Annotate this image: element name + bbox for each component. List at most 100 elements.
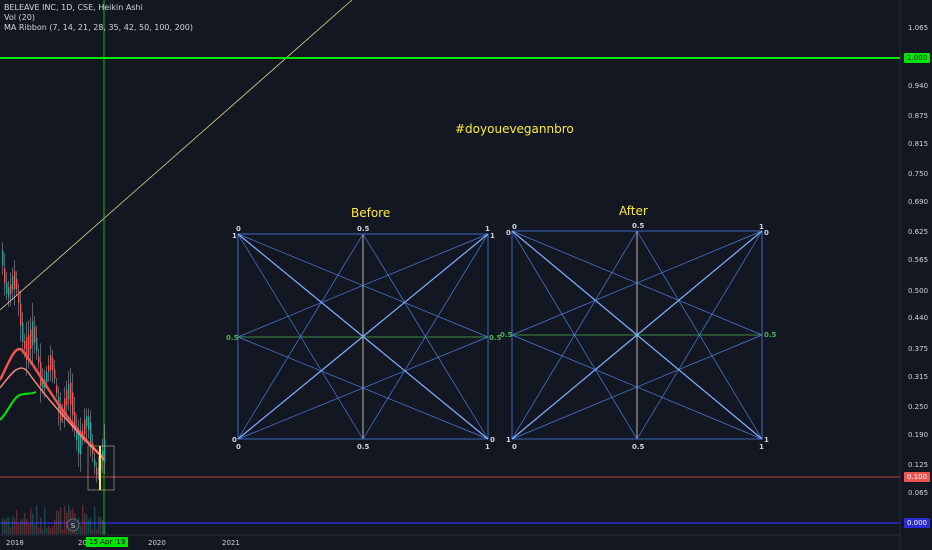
- candle-body: [68, 384, 70, 400]
- after-title[interactable]: After: [619, 204, 648, 218]
- volume-bar: [12, 515, 14, 534]
- legend-ma-ribbon[interactable]: MA Ribbon (7, 14, 21, 28, 35, 42, 50, 10…: [4, 23, 193, 32]
- before-label-tl-left: 1: [232, 232, 237, 240]
- hashtag-text[interactable]: #doyouevegannbro: [455, 122, 574, 136]
- candle-body: [40, 362, 42, 387]
- volume-bar: [88, 519, 90, 534]
- before-label-tl-top: 0: [236, 225, 241, 233]
- trend-line[interactable]: [0, 0, 353, 311]
- volume-bar: [52, 526, 54, 534]
- volume-bar: [66, 512, 68, 534]
- before-anti-diagonal: [237, 233, 489, 440]
- volume-bar: [92, 529, 94, 534]
- ma-ribbon-red: [0, 347, 105, 459]
- candle-body: [88, 416, 90, 430]
- before-title[interactable]: Before: [351, 206, 391, 220]
- volume-bar: [2, 518, 4, 534]
- candle-body: [6, 282, 8, 294]
- volume-bar: [16, 509, 18, 534]
- candle-body: [34, 326, 36, 343]
- volume-bar: [104, 524, 106, 534]
- candle-body: [38, 356, 40, 363]
- volume-bar: [6, 517, 8, 534]
- after-label-br-bottom: 1: [759, 443, 764, 451]
- gann-box-after[interactable]: [511, 230, 763, 440]
- candlestick-series: [2, 242, 106, 483]
- price-tick: 0.190: [908, 430, 929, 439]
- candle-body: [16, 279, 18, 290]
- candle-body: [28, 334, 30, 356]
- volume-bar: [100, 517, 102, 534]
- candle-body: [32, 321, 34, 345]
- candle-body: [48, 365, 50, 372]
- volume-bar: [82, 505, 84, 534]
- time-tick-2020: 2020: [148, 539, 166, 547]
- price-tick: 0.815: [908, 140, 929, 149]
- volume-bar: [34, 524, 36, 534]
- candle-body: [8, 287, 10, 298]
- volume-bar: [42, 529, 44, 534]
- legend-symbol[interactable]: BELEAVE INC, 1D, CSE, Heikin Ashi: [4, 3, 143, 12]
- candle-body: [76, 426, 78, 440]
- price-tag-red: 0.100: [904, 472, 930, 482]
- price-tick: 0.565: [908, 256, 929, 265]
- candle-body: [96, 467, 98, 476]
- volume-bar: [18, 523, 20, 534]
- before-label-br-right: 0: [490, 436, 495, 444]
- price-tick: 0.500: [908, 286, 929, 295]
- cursor-date-label: 15 Apr '19: [86, 537, 129, 547]
- before-label-bottom-mid: 0.5: [357, 443, 370, 451]
- before-label-top-mid: 0.5: [357, 225, 370, 233]
- legend-volume[interactable]: Vol (20): [4, 13, 35, 22]
- volume-bar: [62, 529, 64, 534]
- candle-body: [78, 431, 80, 454]
- volume-bar: [44, 507, 46, 534]
- time-tick-2018: 2018: [6, 539, 24, 547]
- candle-body: [14, 270, 16, 289]
- volume-bar: [96, 529, 98, 534]
- price-tick: 0.940: [908, 81, 929, 90]
- volume-bar: [8, 517, 10, 534]
- volume-bars: [2, 504, 106, 534]
- volume-bar: [30, 507, 32, 534]
- price-tag-green: 1.000: [904, 53, 930, 63]
- time-tick-2021: 2021: [222, 539, 240, 547]
- candle-body: [98, 467, 100, 476]
- candle-body: [54, 369, 56, 379]
- candle-body: [56, 385, 58, 394]
- before-label-tr-top: 1: [485, 225, 490, 233]
- before-label-left-mid: 0.5: [226, 334, 239, 342]
- price-tick: 0.690: [908, 198, 929, 207]
- before-label-tr-right: 1: [490, 232, 495, 240]
- candle-body: [50, 355, 52, 370]
- marker-letter: S: [71, 522, 76, 530]
- after-label-right-mid: 0.5: [764, 331, 777, 339]
- volume-bar: [58, 511, 60, 534]
- symbol-marker[interactable]: S: [66, 518, 80, 532]
- gann-box-before[interactable]: [237, 233, 489, 440]
- candle-body: [24, 340, 26, 349]
- candle-body: [80, 430, 82, 455]
- volume-bar: [86, 514, 88, 534]
- price-tick: 0.875: [908, 112, 929, 121]
- after-label-tl-top: 0: [512, 223, 517, 231]
- candle-body: [46, 372, 48, 383]
- ma-ribbon-green: [0, 391, 37, 421]
- volume-bar: [46, 527, 48, 534]
- candle-body: [22, 322, 24, 343]
- volume-bar: [38, 527, 40, 534]
- candle-body: [66, 389, 68, 406]
- candle-body: [52, 357, 54, 371]
- volume-bar: [50, 528, 52, 534]
- volume-bar: [40, 517, 42, 534]
- after-label-bottom-mid: 0.5: [632, 443, 645, 451]
- volume-bar: [48, 526, 50, 534]
- volume-bar: [26, 518, 28, 534]
- candle-body: [18, 290, 20, 303]
- ma-ribbon-light-red: [0, 367, 105, 461]
- candle-body: [42, 379, 44, 388]
- volume-bar: [36, 505, 38, 534]
- before-label-bl-bottom: 0: [236, 443, 241, 451]
